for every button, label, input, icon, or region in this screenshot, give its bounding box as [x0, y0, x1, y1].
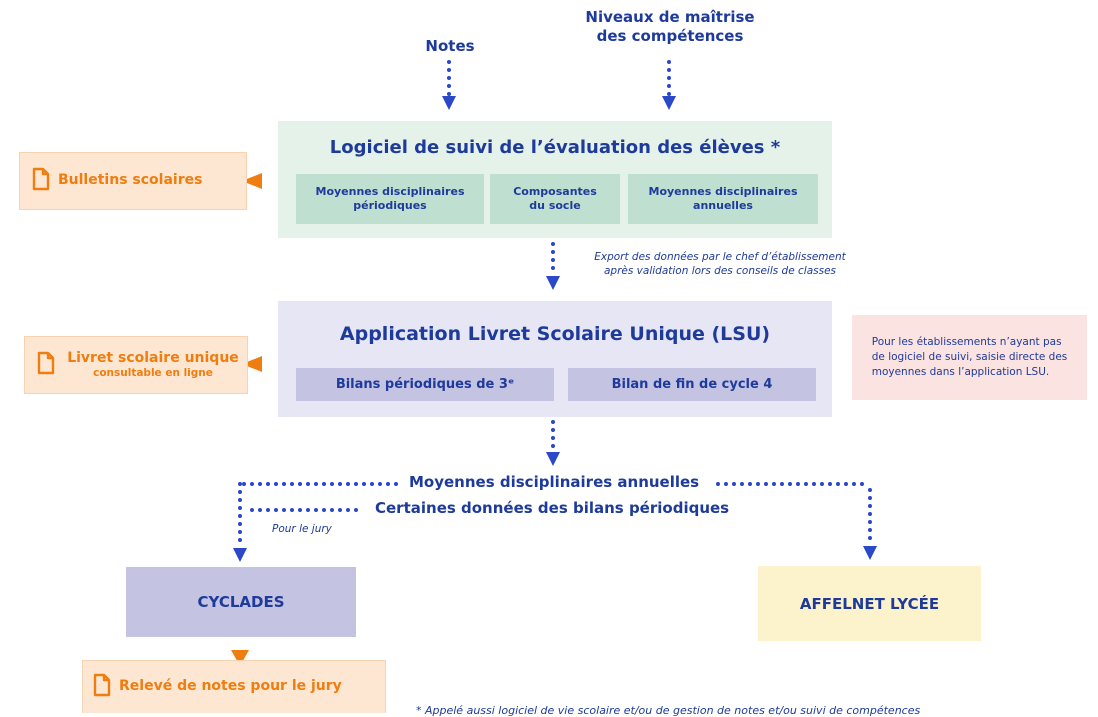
bulletins-arrowhead [242, 173, 262, 189]
flow-certaines-donnees: Certaines données des bilans périodiques [369, 499, 736, 517]
cyclades-arrowhead [233, 548, 247, 562]
livret-box: Livret scolaire unique consultable en li… [24, 336, 248, 394]
logiciel-box: Logiciel de suivi de l’évaluation des él… [278, 121, 832, 238]
bulletins-label: Bulletins scolaires [58, 172, 203, 189]
cyclades-label: CYCLADES [197, 593, 285, 611]
export-arrowhead [546, 276, 560, 290]
logiciel-title: Logiciel de suivi de l’évaluation des él… [329, 137, 781, 158]
flow-moyennes-annuelles: Moyennes disciplinaires annuelles [403, 473, 706, 491]
footnote: * Appelé aussi logiciel de vie scolaire … [416, 704, 921, 717]
niveaux-line1: Niveaux de maîtrise [585, 8, 755, 26]
affelnet-box: AFFELNET LYCÉE [758, 566, 981, 641]
notes-label: Notes [425, 37, 475, 55]
notes-arrowhead [442, 96, 456, 110]
lsu-box: Application Livret Scolaire Unique (LSU)… [278, 301, 832, 417]
pour-le-jury-note: Pour le jury [272, 523, 332, 535]
lsu-subbox-bilan-fin-cycle: Bilan de fin de cycle 4 [568, 368, 816, 401]
niveaux-arrowhead [662, 96, 676, 110]
side-note-box: Pour les établissements n’ayant pas de l… [852, 315, 1087, 400]
affelnet-arrowhead [863, 546, 877, 560]
releve-box: Relevé de notes pour le jury [82, 660, 386, 713]
document-icon [32, 167, 50, 195]
releve-label: Relevé de notes pour le jury [119, 678, 342, 695]
affelnet-label: AFFELNET LYCÉE [799, 594, 940, 613]
document-icon [37, 351, 55, 379]
niveaux-label: Niveaux de maîtrise des compétences [570, 8, 770, 46]
lsu-down-arrowhead [546, 452, 560, 466]
cyclades-box: CYCLADES [126, 567, 356, 637]
livret-label: Livret scolaire unique consultable en li… [67, 349, 239, 380]
releve-arrowhead [231, 650, 249, 666]
side-note-text: Pour les établissements n’ayant pas de l… [871, 336, 1068, 378]
livret-arrowhead [242, 356, 262, 372]
bulletins-box: Bulletins scolaires [19, 152, 247, 210]
lsu-subbox-bilans-periodiques: Bilans périodiques de 3ᵉ [296, 368, 554, 401]
export-note: Export des données par le chef d’établis… [594, 251, 846, 278]
lsu-title: Application Livret Scolaire Unique (LSU) [339, 323, 771, 345]
document-icon [93, 673, 111, 701]
niveaux-line2: des compétences [596, 26, 744, 45]
